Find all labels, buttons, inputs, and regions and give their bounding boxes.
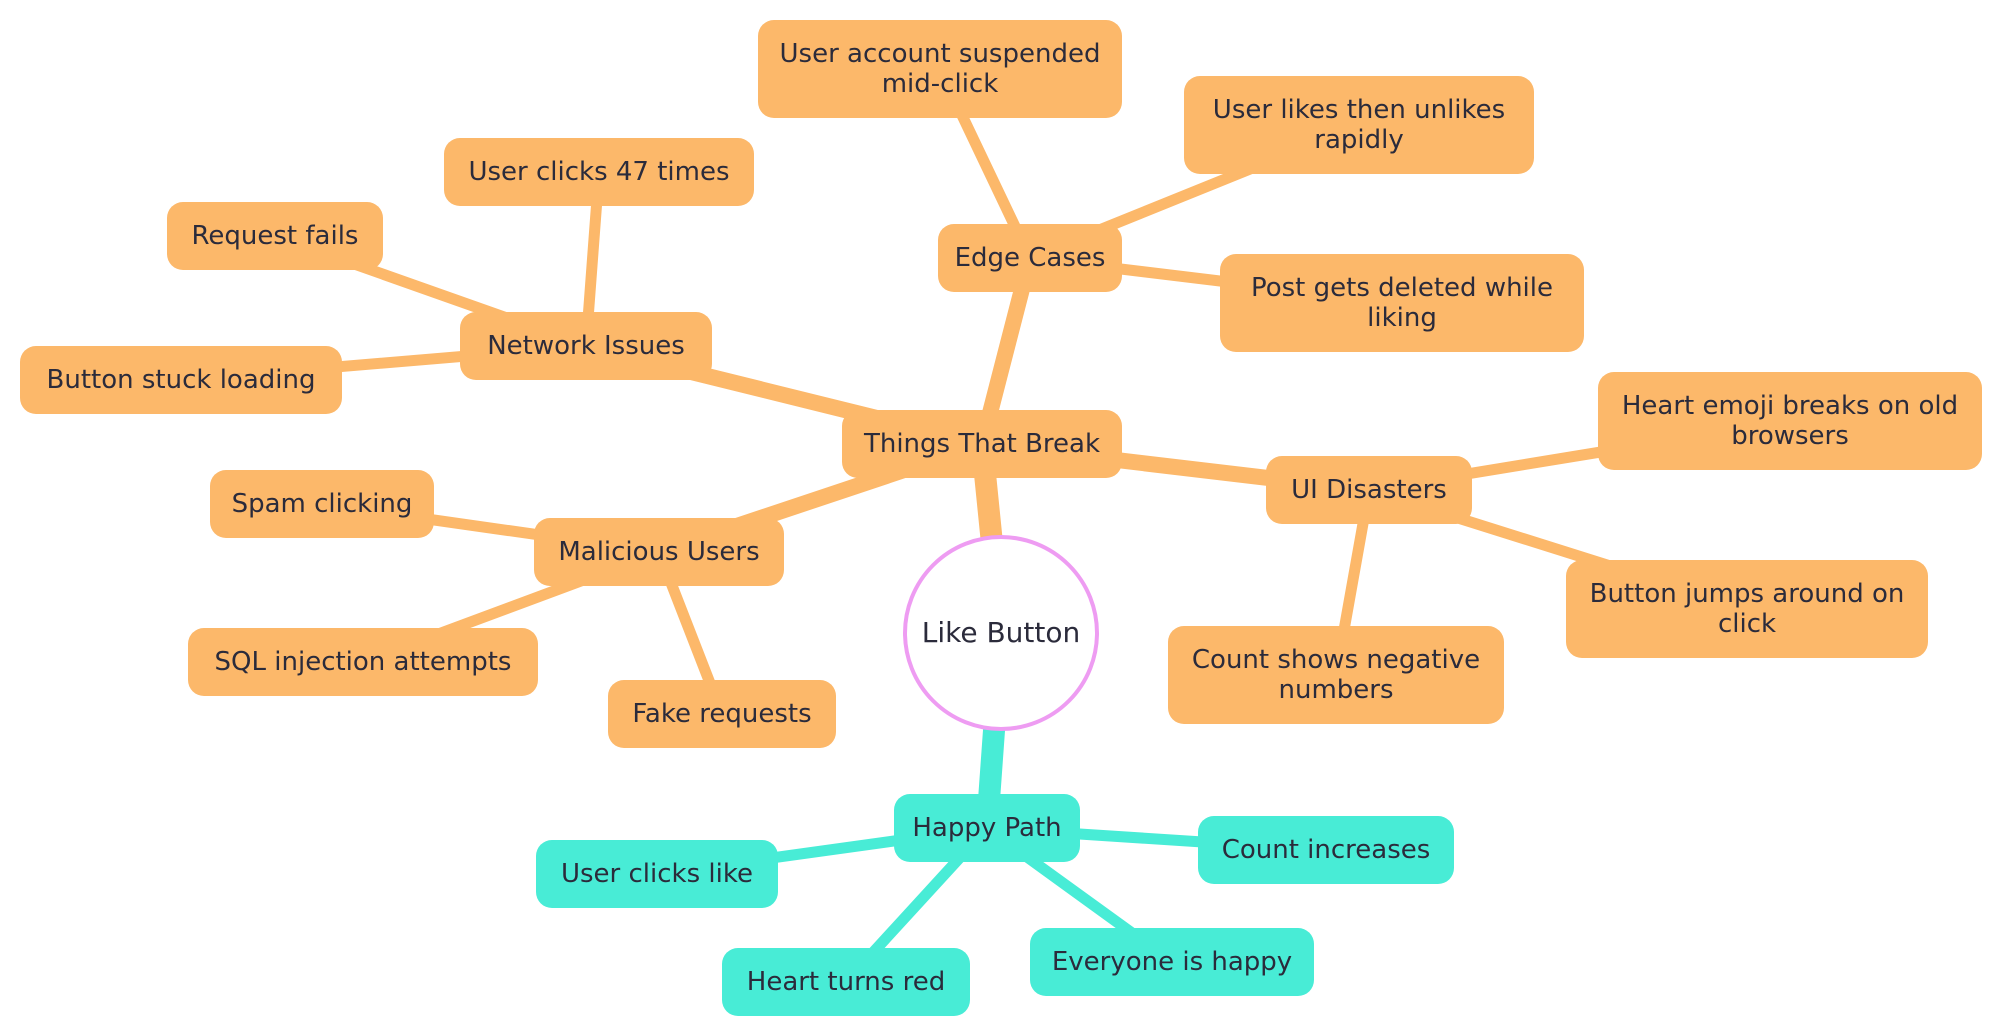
leaf-button-jumps-around[interactable]: Button jumps around on click [1566,560,1928,658]
leaf-fake-requests[interactable]: Fake requests [608,680,836,748]
leaf-button-stuck-loading[interactable]: Button stuck loading [20,346,342,414]
leaf-everyone-is-happy[interactable]: Everyone is happy [1030,928,1314,996]
branch-malicious-users[interactable]: Malicious Users [534,518,784,586]
leaf-heart-turns-red[interactable]: Heart turns red [722,948,970,1016]
leaf-spam-clicking[interactable]: Spam clicking [210,470,434,538]
root-node-like-button[interactable]: Like Button [903,535,1099,731]
leaf-user-account-suspended[interactable]: User account suspended mid-click [758,20,1122,118]
leaf-heart-emoji-breaks[interactable]: Heart emoji breaks on old browsers [1598,372,1982,470]
branch-network-issues[interactable]: Network Issues [460,312,712,380]
leaf-user-likes-then-unlikes[interactable]: User likes then unlikes rapidly [1184,76,1534,174]
branch-ui-disasters[interactable]: UI Disasters [1266,456,1472,524]
leaf-count-increases[interactable]: Count increases [1198,816,1454,884]
branch-things-that-break[interactable]: Things That Break [842,410,1122,478]
branch-happy-path[interactable]: Happy Path [894,794,1080,862]
leaf-count-shows-negative[interactable]: Count shows negative numbers [1168,626,1504,724]
leaf-user-clicks-like[interactable]: User clicks like [536,840,778,908]
leaf-post-gets-deleted[interactable]: Post gets deleted while liking [1220,254,1584,352]
leaf-user-clicks-47-times[interactable]: User clicks 47 times [444,138,754,206]
branch-edge-cases[interactable]: Edge Cases [938,224,1122,292]
leaf-sql-injection-attempts[interactable]: SQL injection attempts [188,628,538,696]
leaf-request-fails[interactable]: Request fails [167,202,383,270]
